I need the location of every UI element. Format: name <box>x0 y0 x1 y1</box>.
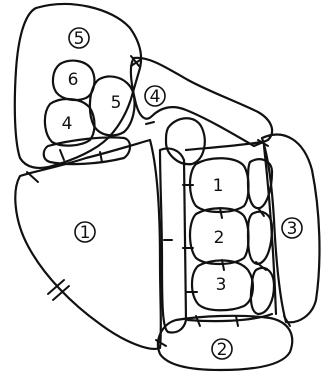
small-oval-outline <box>166 118 205 164</box>
right-sliver-mid-outline <box>248 212 272 264</box>
inner-frame-line <box>186 142 276 321</box>
right-sliver-low-outline <box>251 268 274 314</box>
svg-text:2: 2 <box>217 340 228 360</box>
svg-text:5: 5 <box>74 29 85 49</box>
region-1-outline <box>15 140 161 349</box>
right-cell-3-label: 3 <box>216 275 227 295</box>
svg-text:3: 3 <box>287 219 298 239</box>
region-2-label: 2 <box>212 339 232 360</box>
left-cell-5-label: 5 <box>111 93 122 113</box>
right-cell-1-label: 1 <box>213 176 224 196</box>
region-3-label: 3 <box>282 218 302 239</box>
svg-text:4: 4 <box>150 87 161 107</box>
left-cell-6-label: 6 <box>68 70 79 90</box>
svg-text:1: 1 <box>80 223 91 243</box>
right-cell-2-label: 2 <box>214 228 225 248</box>
region-5-label: 5 <box>69 28 89 49</box>
region-4-label: 4 <box>145 86 165 107</box>
left-cell-4-label: 4 <box>62 114 73 134</box>
region-1-label: 1 <box>75 222 95 243</box>
double-slash-mark <box>48 280 69 300</box>
